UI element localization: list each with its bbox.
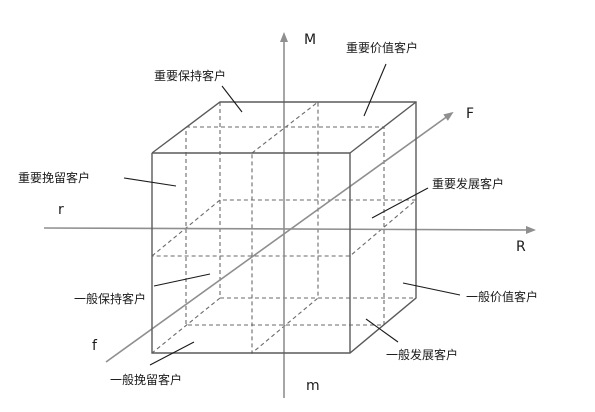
- label-important-value: 重要价值客户: [346, 40, 418, 55]
- label-general-keep: 一般保持客户: [74, 291, 146, 306]
- leader-general-value: [402, 282, 461, 296]
- axis-label-F: F: [466, 106, 474, 122]
- leader-general-retain: [149, 341, 195, 366]
- axis-label-R: R: [516, 239, 526, 255]
- axis-labels: M m R r F f: [58, 32, 526, 394]
- leader-important-keep: [221, 85, 243, 113]
- leader-lines: [123, 63, 461, 366]
- axis-label-M: M: [304, 32, 316, 48]
- axis-label-m: m: [306, 378, 320, 394]
- f-axis-line: [105, 111, 454, 363]
- cube-hidden-edges: [151, 102, 416, 354]
- label-general-value: 一般价值客户: [466, 289, 538, 304]
- leader-general-keep: [153, 273, 211, 287]
- leader-general-develop: [365, 318, 399, 343]
- label-general-develop: 一般发展客户: [386, 347, 458, 362]
- label-important-develop: 重要发展客户: [432, 176, 504, 191]
- leader-important-develop: [371, 187, 429, 219]
- axes: [43, 32, 536, 398]
- segment-labels: 重要价值客户 重要保持客户 重要挽留客户 重要发展客户 一般保持客户 一般价值客…: [18, 40, 538, 387]
- label-important-retain: 重要挽留客户: [18, 170, 90, 185]
- cube-visible-edges: [151, 101, 417, 354]
- leader-important-value: [363, 63, 387, 117]
- label-important-keep: 重要保持客户: [154, 68, 226, 83]
- r-axis-line: [43, 225, 536, 234]
- axis-label-f: f: [92, 338, 98, 354]
- leader-important-retain: [123, 177, 177, 187]
- label-general-retain: 一般挽留客户: [110, 372, 182, 387]
- axis-label-r: r: [58, 202, 64, 218]
